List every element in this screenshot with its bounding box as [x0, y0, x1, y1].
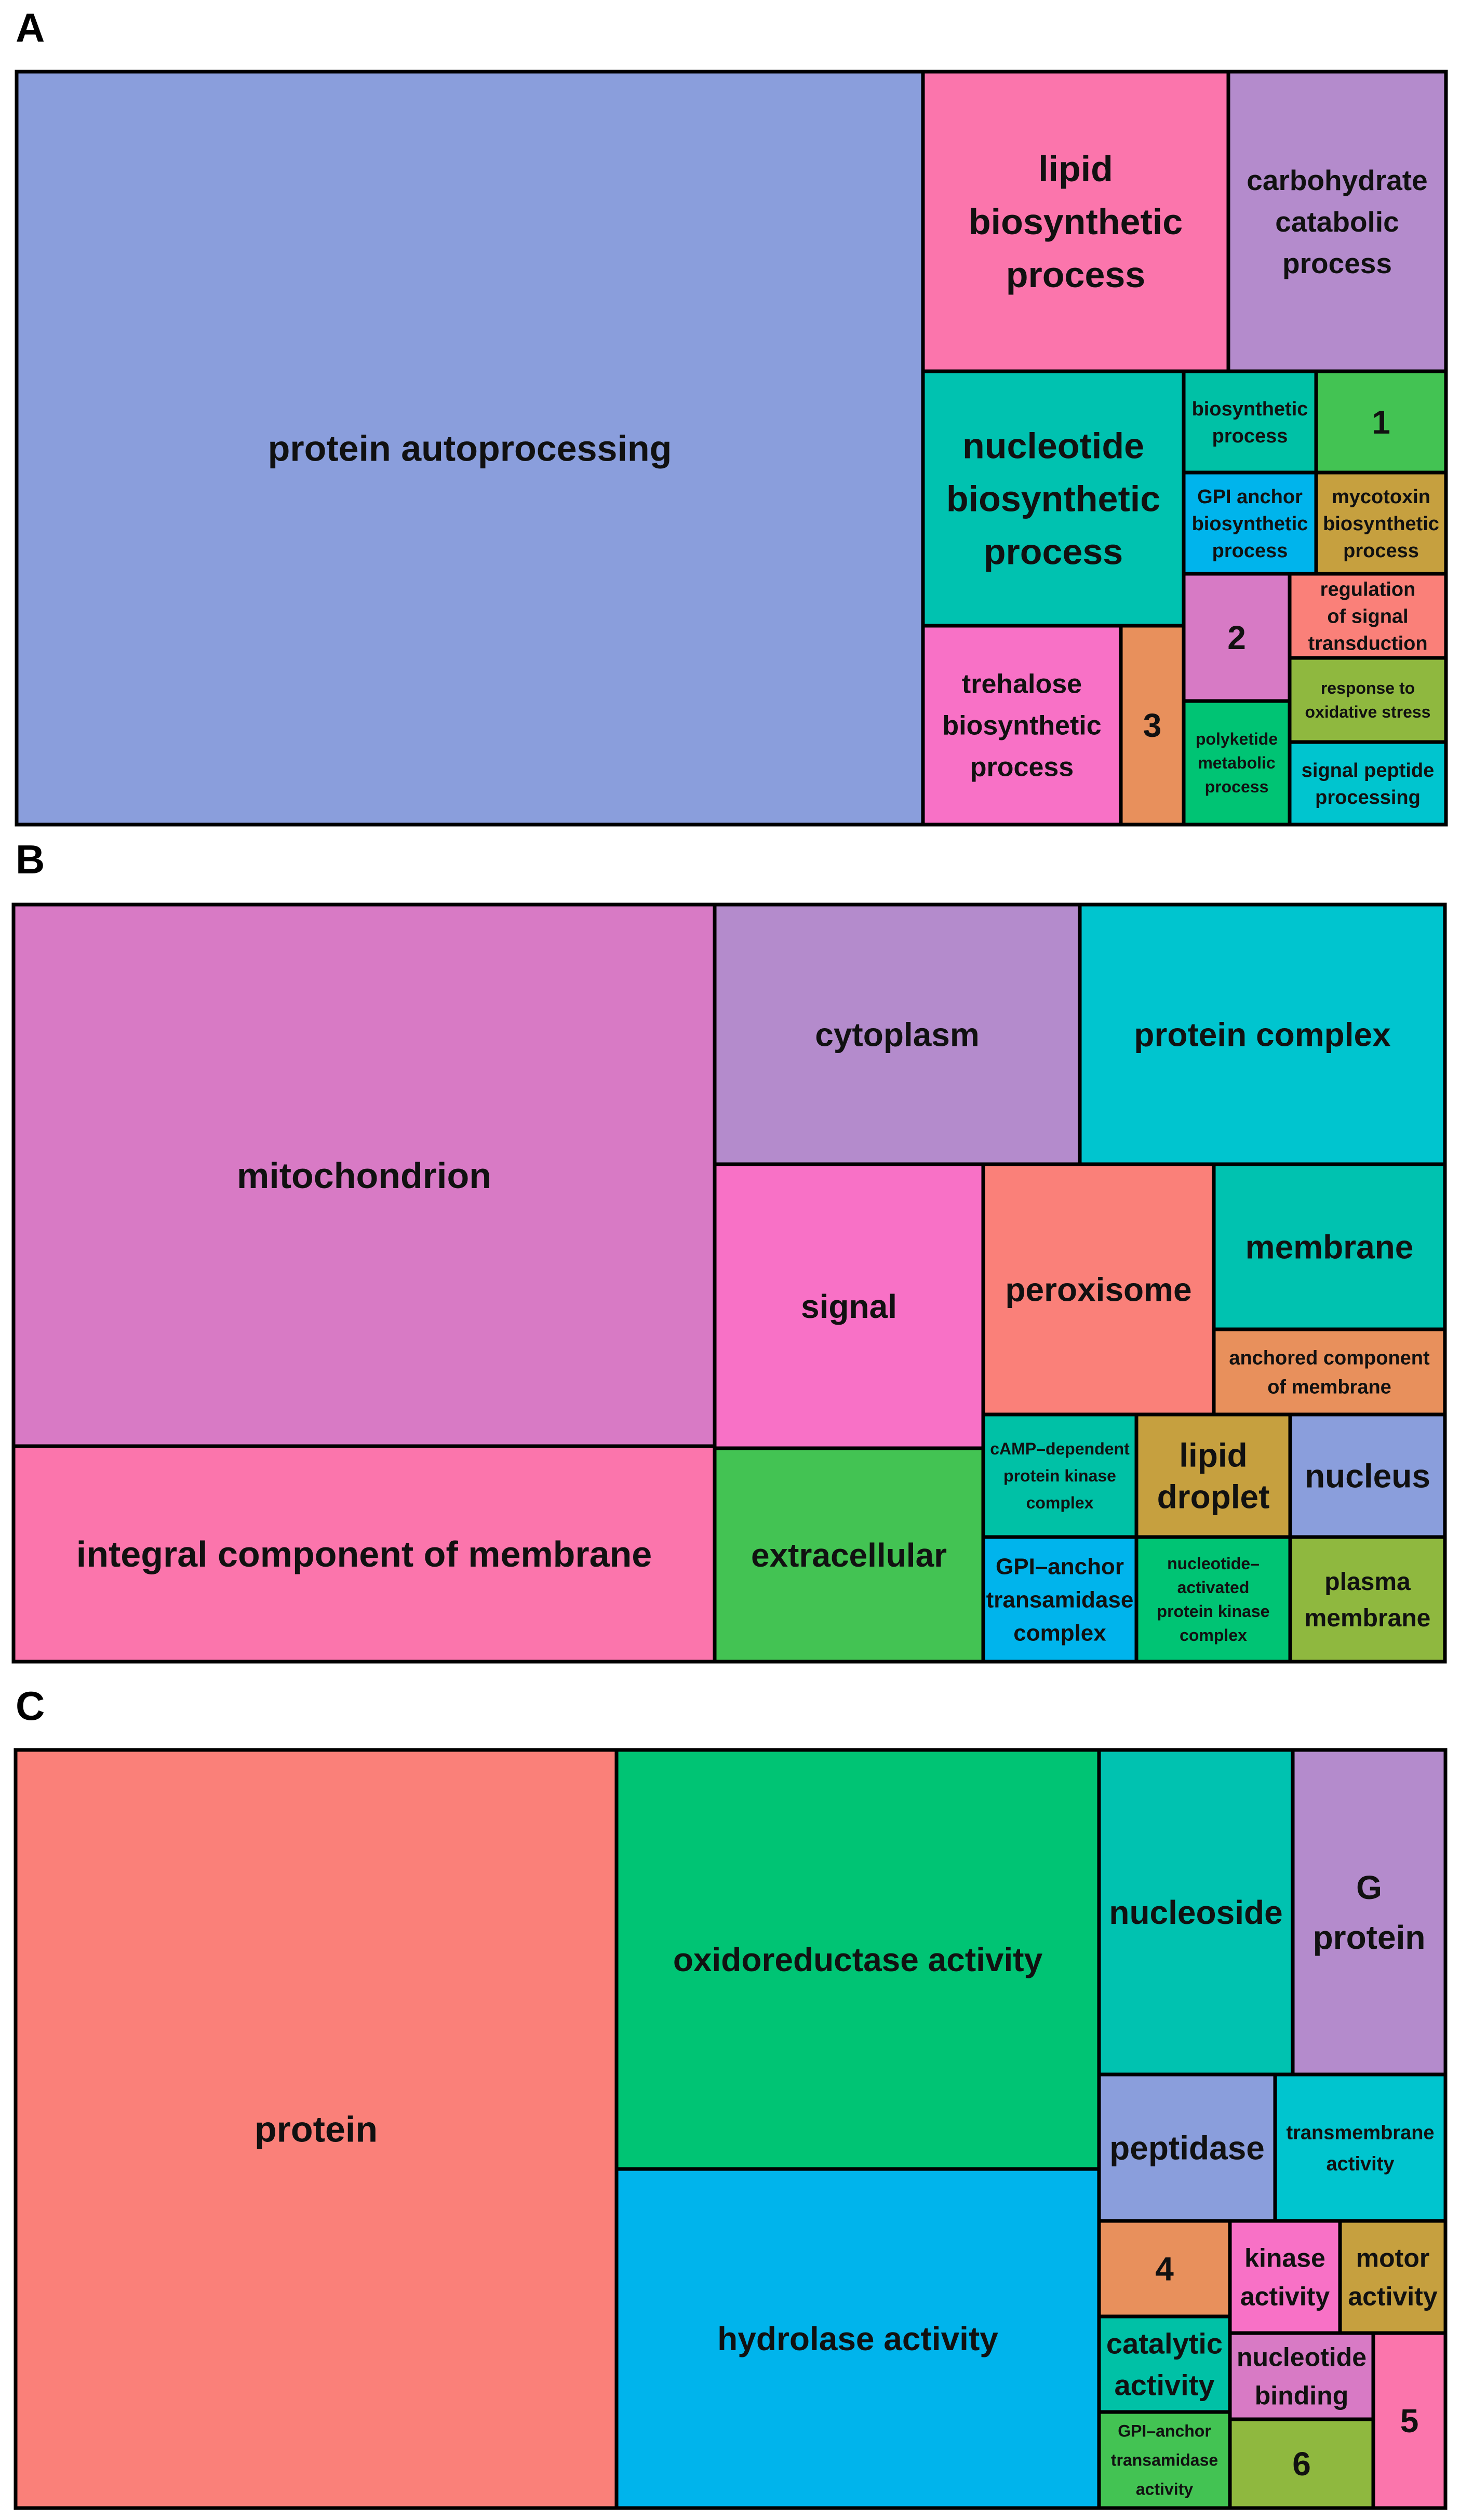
tile-regulation-of-signal-transduction — [1288, 572, 1448, 660]
tile-2 — [1182, 572, 1292, 703]
tile-g-protein — [1291, 1748, 1448, 2077]
tile-protein — [14, 1748, 619, 2510]
panel-letter-a: A — [16, 5, 45, 50]
tile-peptidase — [1097, 2072, 1277, 2223]
tile-label-hydrolase-activity: hydrolase activity — [717, 2320, 998, 2357]
tile-nucleus — [1288, 1412, 1447, 1539]
tile-label-nucleus: nucleus — [1305, 1457, 1430, 1494]
tile-nucleotide-binding — [1228, 2331, 1375, 2421]
treemap-panel-b: mitochondrion integral component of membr… — [11, 902, 1447, 1664]
tile-carbohydrate-catabolic-process — [1226, 70, 1448, 373]
tile-label-protein: protein — [255, 2109, 378, 2150]
tile-1 — [1314, 369, 1448, 475]
tile-label-oxidoreductase-activity: oxidoreductase activity — [673, 1941, 1043, 1978]
tile-label-signal: signal — [801, 1288, 897, 1325]
tile-label-extracellular: extracellular — [751, 1537, 947, 1574]
tile-label-1: 1 — [1372, 403, 1390, 441]
tile-gpi-anchor-transamidase-activity — [1097, 2410, 1232, 2510]
tile-gpi-anchor-biosynthetic-process — [1182, 470, 1318, 576]
tile-nucleotide-biosynthetic-process — [921, 369, 1186, 628]
panel-letter-c: C — [16, 1683, 45, 1729]
tile-3 — [1119, 624, 1186, 827]
tile-lipid-droplet — [1134, 1412, 1292, 1539]
tile-anchored-component-of-membrane — [1212, 1327, 1447, 1417]
tile-trehalose-biosynthetic-process — [921, 624, 1123, 827]
tile-label-5: 5 — [1400, 2402, 1419, 2440]
tile-label-protein-complex: protein complex — [1134, 1016, 1391, 1053]
tile-gpi-anchor-transamidase-complex — [981, 1535, 1138, 1664]
tile-transmembrane-activity — [1273, 2072, 1448, 2223]
tile-label-3: 3 — [1143, 707, 1162, 744]
tile-polyketide-metabolic-process — [1182, 699, 1292, 827]
tile-hydrolase-activity — [614, 2167, 1101, 2510]
tile-plasma-membrane — [1288, 1535, 1447, 1664]
treemap-panel-c: protein oxidoreductase activity hydrolase … — [14, 1748, 1448, 2510]
tile-integral-component-of-membrane — [11, 1444, 717, 1664]
tile-kinase-activity — [1228, 2219, 1342, 2335]
tile-label-cytoplasm: cytoplasm — [815, 1016, 980, 1053]
tile-nucleotide-activated-protein-kinase-complex — [1134, 1535, 1292, 1664]
tile-camp-dependent-protein-kinase-complex — [981, 1412, 1138, 1539]
tile-label-peroxisome: peroxisome — [1005, 1271, 1191, 1308]
tile-cytoplasm — [713, 902, 1082, 1166]
tile-mitochondrion — [11, 902, 717, 1448]
tile-signal — [713, 1162, 985, 1450]
tile-mycotoxin-biosynthetic-process — [1314, 470, 1448, 576]
tile-signal-peptide-processing — [1288, 740, 1448, 827]
tile-label-protein-autoprocessing: protein autoprocessing — [268, 428, 672, 469]
tile-label-2: 2 — [1227, 619, 1246, 656]
tile-protein-complex — [1078, 902, 1447, 1166]
tile-response-to-oxidative-stress — [1288, 656, 1448, 744]
tile-nucleoside — [1097, 1748, 1295, 2077]
panel-letter-b: B — [16, 837, 45, 882]
tile-label-peptidase: peptidase — [1109, 2129, 1265, 2166]
tile-label-nucleoside: nucleoside — [1109, 1894, 1282, 1931]
tile-6 — [1228, 2417, 1375, 2510]
tile-peroxisome — [981, 1162, 1216, 1417]
tile-extracellular — [713, 1446, 985, 1664]
tile-label-mitochondrion: mitochondrion — [237, 1155, 491, 1196]
tile-label-membrane: membrane — [1245, 1228, 1414, 1265]
tile-motor-activity — [1338, 2219, 1448, 2335]
tile-biosynthetic-process — [1182, 369, 1318, 475]
tile-label-6: 6 — [1292, 2445, 1311, 2483]
tile-membrane — [1212, 1162, 1447, 1331]
tile-label-integral-component-of-membrane: integral component of membrane — [76, 1534, 652, 1574]
tile-label-4: 4 — [1155, 2250, 1174, 2287]
